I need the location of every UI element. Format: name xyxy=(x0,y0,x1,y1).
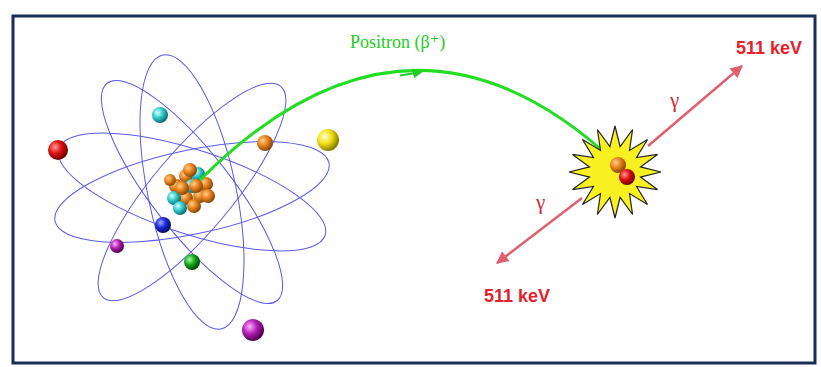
frame xyxy=(13,16,815,363)
positron-direction-arrow xyxy=(400,73,418,76)
annihilation-burst xyxy=(569,126,661,218)
energy-label: 511 keV xyxy=(484,286,550,308)
energy-label: 511 keV xyxy=(736,38,802,60)
gamma-symbol: γ xyxy=(670,88,679,113)
electron-orbits xyxy=(46,46,338,338)
positron-path xyxy=(200,70,615,180)
positron xyxy=(619,169,635,185)
particle-label: Positron (β⁺) xyxy=(350,32,445,54)
electrons xyxy=(48,107,339,341)
gamma-symbol: γ xyxy=(536,190,545,215)
gamma-ray xyxy=(648,66,742,146)
